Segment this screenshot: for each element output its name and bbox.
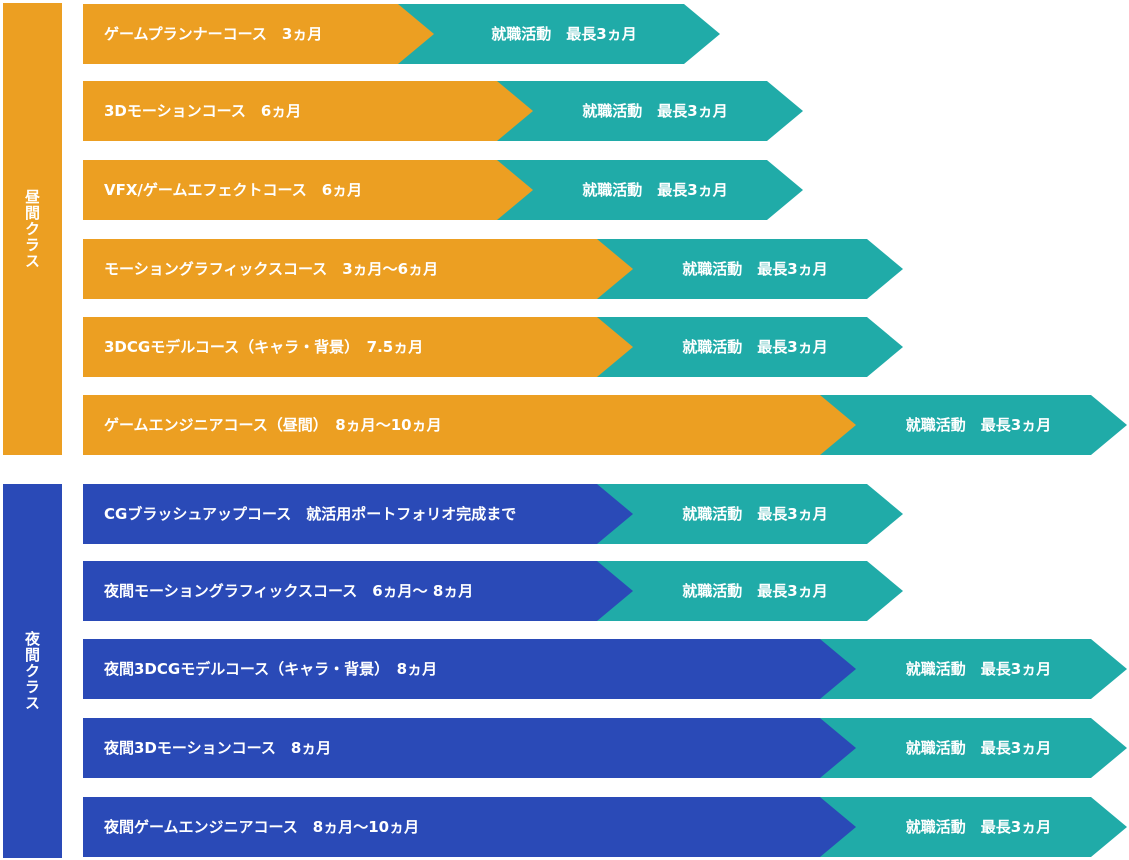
- day-course-row: 3Dモーションコース 6ヵ月 就職活動 最長3ヵ月: [83, 81, 805, 141]
- row-arrows: [83, 395, 1127, 455]
- course-duration-arrow: [83, 239, 633, 299]
- job-hunting-arrow: [597, 239, 903, 299]
- job-hunting-label: 就職活動 最長3ヵ月: [491, 25, 637, 43]
- night-class-label-text: 夜間クラス: [23, 631, 41, 711]
- course-name: 夜間3Dモーションコース 8ヵ月: [104, 739, 332, 757]
- job-hunting-arrow: [820, 395, 1127, 455]
- day-course-row: ゲームプランナーコース 3ヵ月 就職活動 最長3ヵ月: [83, 4, 722, 64]
- job-hunting-arrow: [398, 4, 720, 64]
- day-course-row: モーショングラフィックスコース 3ヵ月〜6ヵ月 就職活動 最長3ヵ月: [83, 239, 905, 299]
- row-arrows: [83, 639, 1127, 699]
- row-arrows: [83, 484, 903, 544]
- day-class-label: 昼間クラス: [3, 3, 62, 455]
- course-duration-arrow: [83, 718, 856, 778]
- course-name: ゲームエンジニアコース（昼間） 8ヵ月〜10ヵ月: [104, 416, 442, 434]
- row-arrows: [83, 561, 903, 621]
- course-duration-arrow: [83, 81, 533, 141]
- night-course-row: 夜間3Dモーションコース 8ヵ月 就職活動 最長3ヵ月: [83, 718, 1129, 778]
- job-hunting-label: 就職活動 最長3ヵ月: [582, 102, 728, 120]
- night-course-row: 夜間3DCGモデルコース（キャラ・背景） 8ヵ月 就職活動 最長3ヵ月: [83, 639, 1129, 699]
- night-course-row: CGブラッシュアップコース 就活用ポートフォリオ完成まで 就職活動 最長3ヵ月: [83, 484, 905, 544]
- job-hunting-label: 就職活動 最長3ヵ月: [682, 260, 828, 278]
- job-hunting-label: 就職活動 最長3ヵ月: [682, 338, 828, 356]
- day-course-row: VFX/ゲームエフェクトコース 6ヵ月 就職活動 最長3ヵ月: [83, 160, 805, 220]
- job-hunting-label: 就職活動 最長3ヵ月: [682, 505, 828, 523]
- day-course-row: ゲームエンジニアコース（昼間） 8ヵ月〜10ヵ月 就職活動 最長3ヵ月: [83, 395, 1129, 455]
- job-hunting-arrow: [820, 797, 1127, 857]
- night-course-row: 夜間ゲームエンジニアコース 8ヵ月〜10ヵ月 就職活動 最長3ヵ月: [83, 797, 1129, 857]
- job-hunting-label: 就職活動 最長3ヵ月: [905, 739, 1052, 757]
- job-hunting-label: 就職活動 最長3ヵ月: [905, 416, 1052, 434]
- row-arrows: [83, 239, 903, 299]
- course-duration-arrow: [83, 317, 633, 377]
- job-hunting-label: 就職活動 最長3ヵ月: [682, 582, 828, 600]
- job-hunting-arrow: [820, 718, 1127, 778]
- job-hunting-label: 就職活動 最長3ヵ月: [582, 181, 728, 199]
- course-name: 3Dモーションコース 6ヵ月: [104, 102, 302, 120]
- course-name: モーショングラフィックスコース 3ヵ月〜6ヵ月: [104, 260, 439, 278]
- row-arrows: [83, 797, 1127, 857]
- course-duration-arrow: [83, 160, 533, 220]
- course-name: ゲームプランナーコース 3ヵ月: [104, 25, 323, 43]
- course-duration-arrow: [83, 484, 633, 544]
- night-course-row: 夜間モーショングラフィックスコース 6ヵ月〜 8ヵ月 就職活動 最長3ヵ月: [83, 561, 905, 621]
- course-duration-arrow: [83, 395, 856, 455]
- course-name: CGブラッシュアップコース 就活用ポートフォリオ完成まで: [104, 505, 517, 523]
- course-duration-arrow: [83, 639, 856, 699]
- course-name: 夜間モーショングラフィックスコース 6ヵ月〜 8ヵ月: [104, 582, 474, 600]
- day-class-label-text: 昼間クラス: [23, 189, 41, 269]
- course-duration-arrow: [83, 797, 856, 857]
- course-name: 夜間ゲームエンジニアコース 8ヵ月〜10ヵ月: [104, 818, 420, 836]
- job-hunting-label: 就職活動 最長3ヵ月: [905, 660, 1052, 678]
- job-hunting-arrow: [597, 317, 903, 377]
- course-name: 3DCGモデルコース（キャラ・背景） 7.5ヵ月: [104, 338, 424, 356]
- row-arrows: [83, 160, 803, 220]
- course-duration-arrow: [83, 4, 434, 64]
- row-arrows: [83, 317, 903, 377]
- course-name: 夜間3DCGモデルコース（キャラ・背景） 8ヵ月: [104, 660, 438, 678]
- course-duration-arrow: [83, 561, 633, 621]
- row-arrows: [83, 718, 1127, 778]
- job-hunting-label: 就職活動 最長3ヵ月: [905, 818, 1052, 836]
- day-course-row: 3DCGモデルコース（キャラ・背景） 7.5ヵ月 就職活動 最長3ヵ月: [83, 317, 905, 377]
- job-hunting-arrow: [820, 639, 1127, 699]
- job-hunting-arrow: [597, 561, 903, 621]
- job-hunting-arrow: [597, 484, 903, 544]
- course-name: VFX/ゲームエフェクトコース 6ヵ月: [104, 181, 363, 199]
- job-hunting-arrow: [497, 160, 803, 220]
- night-class-label: 夜間クラス: [3, 484, 62, 858]
- row-arrows: [83, 81, 803, 141]
- job-hunting-arrow: [497, 81, 803, 141]
- row-arrows: [83, 4, 720, 64]
